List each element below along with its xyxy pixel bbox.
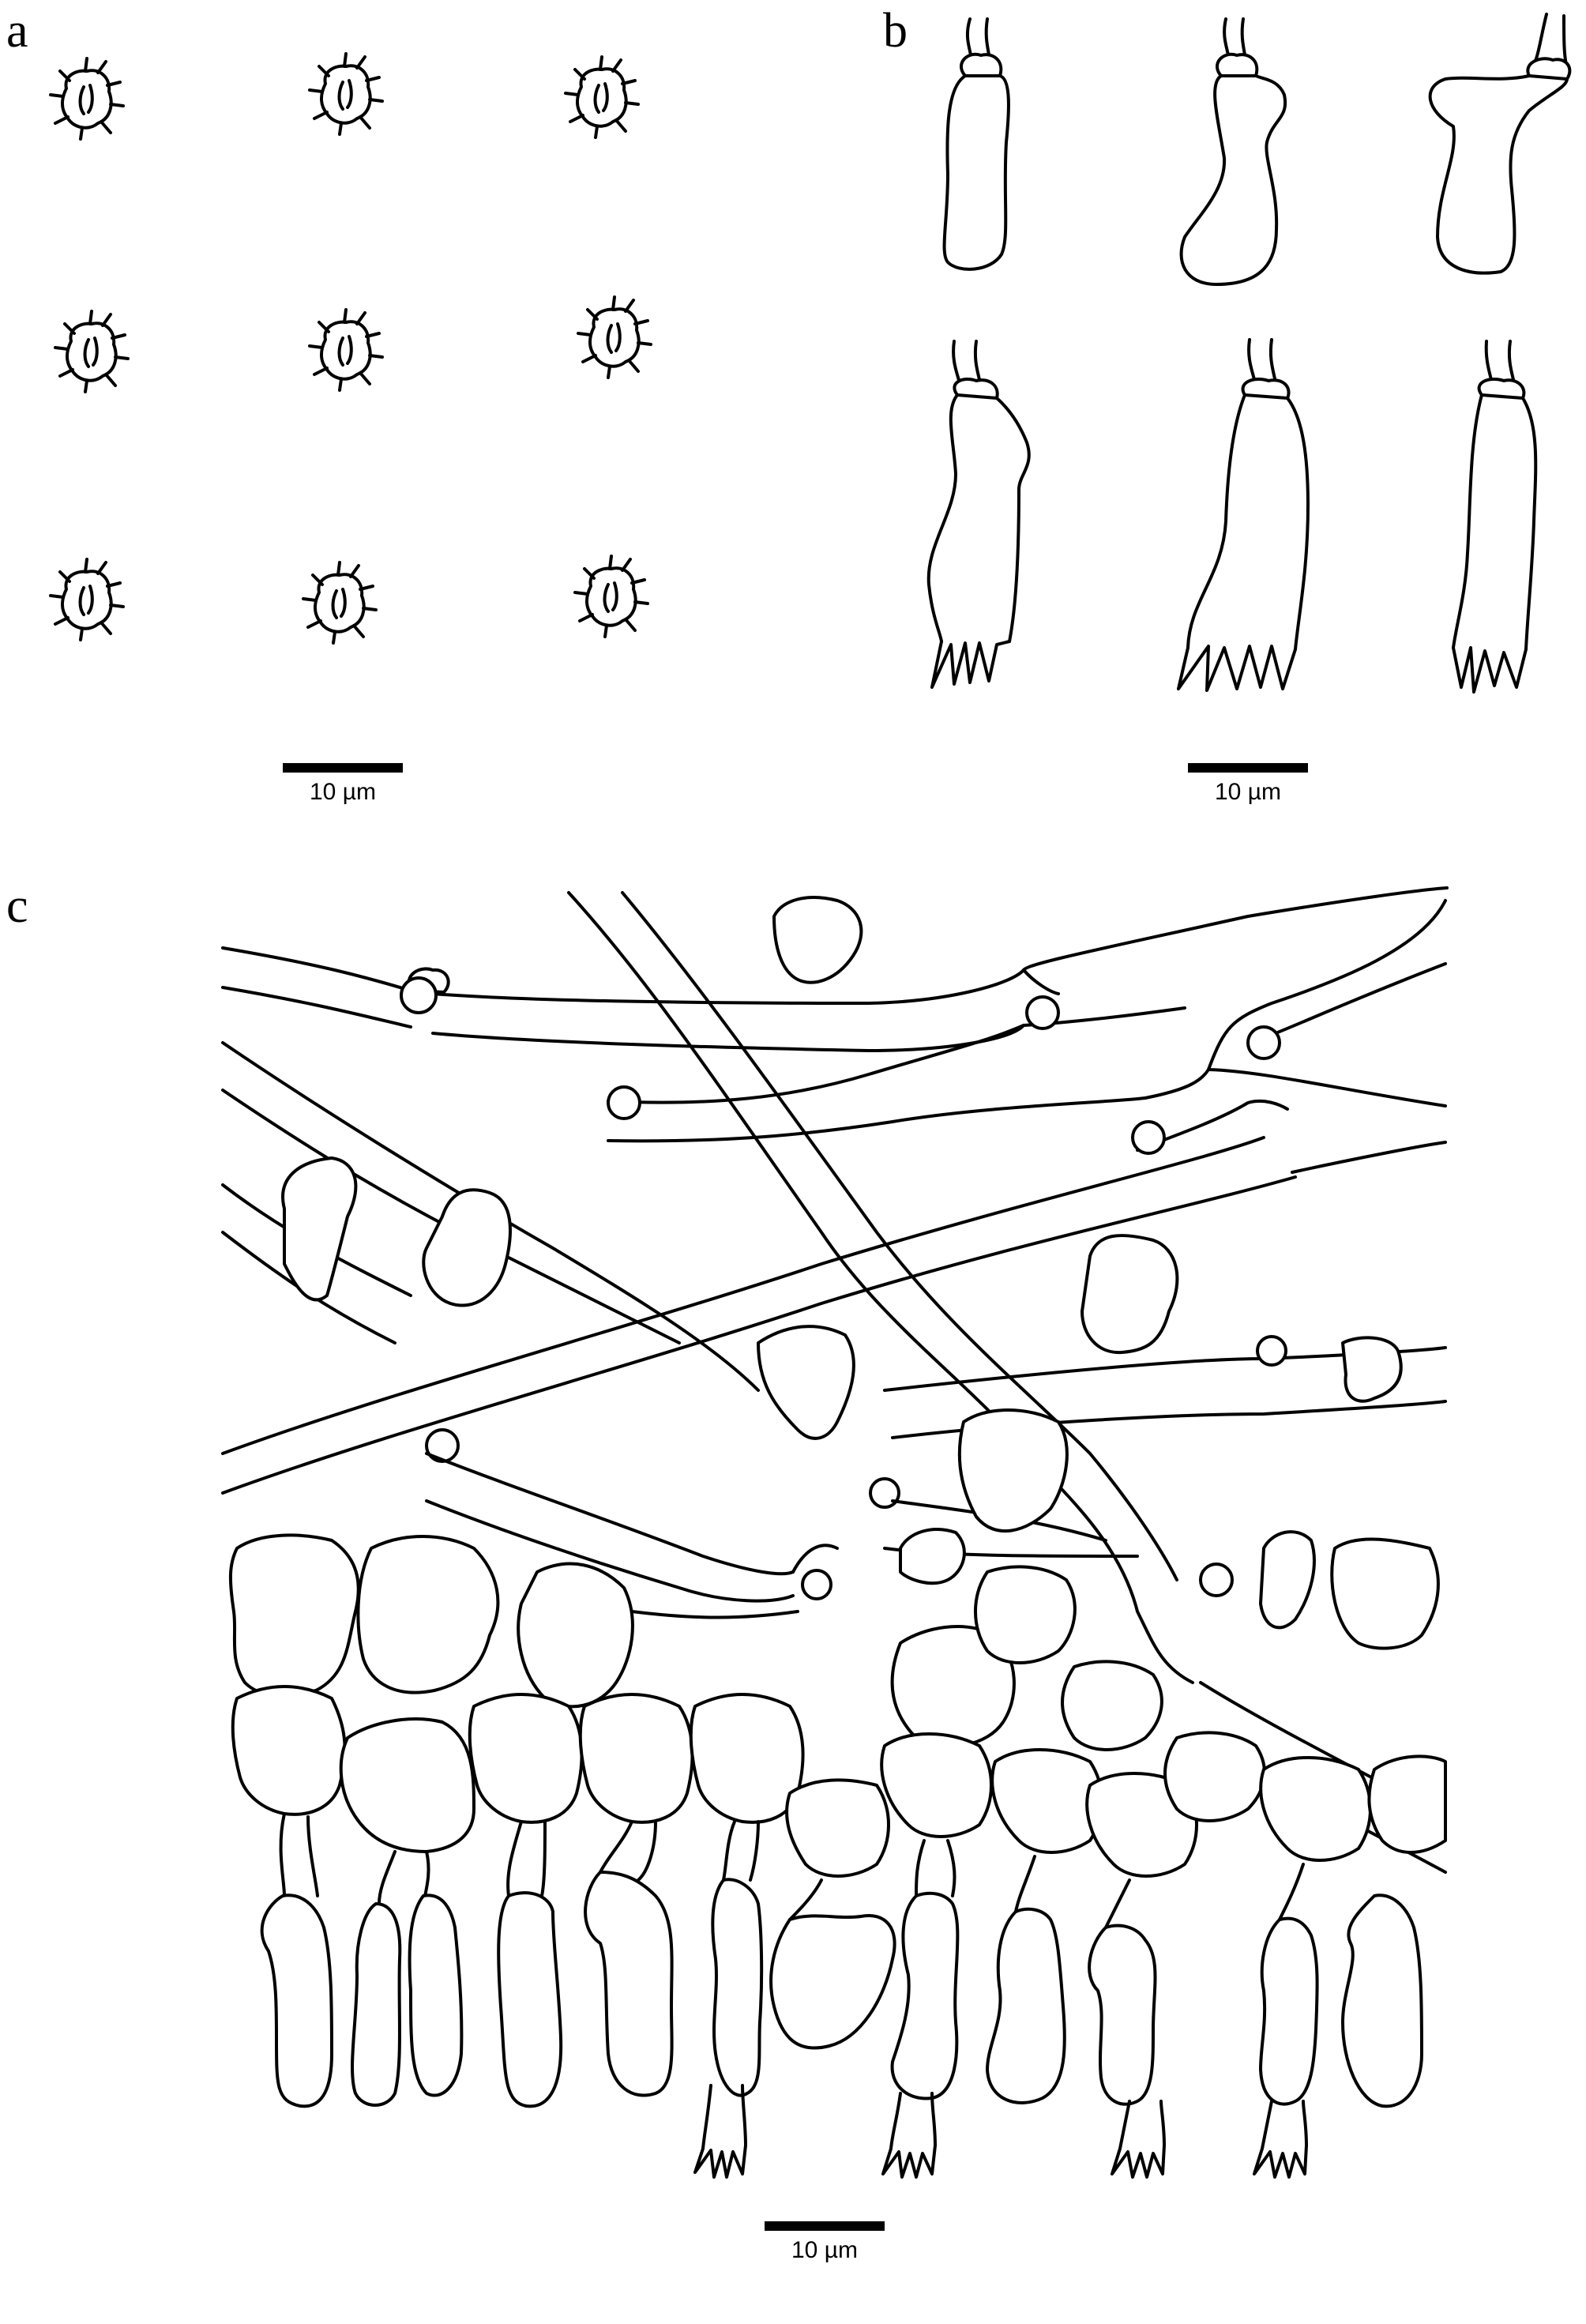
spore-2-3 bbox=[577, 295, 652, 379]
panel-a-label: a bbox=[6, 4, 28, 58]
panel-c-scale-line bbox=[765, 2221, 885, 2231]
panel-a-scale-text: 10 µm bbox=[310, 779, 376, 805]
spore-1-2 bbox=[308, 52, 384, 136]
spore-3-2 bbox=[302, 561, 378, 645]
panel-b-scale-text: 10 µm bbox=[1215, 779, 1281, 805]
panel-c-scale-text: 10 µm bbox=[791, 2237, 858, 2263]
spore-2-1 bbox=[54, 310, 130, 393]
panel-c-label: c bbox=[6, 879, 28, 933]
panel-a-scale-line bbox=[283, 763, 403, 773]
panel-a-spores bbox=[49, 52, 652, 645]
panel-a-scale-bar: 10 µm bbox=[280, 763, 406, 806]
panel-c-scale-bar: 10 µm bbox=[761, 2221, 888, 2264]
spore-1-3 bbox=[564, 55, 640, 139]
panel-b-scale-bar: 10 µm bbox=[1185, 763, 1311, 806]
panel-b-basidia bbox=[926, 13, 1572, 694]
panel-c-tissue bbox=[221, 886, 1449, 2179]
spore-3-1 bbox=[49, 558, 125, 641]
spore-3-3 bbox=[573, 555, 649, 638]
spore-2-2 bbox=[308, 308, 384, 392]
panel-b-scale-line bbox=[1188, 763, 1308, 773]
panel-b-label: b bbox=[883, 4, 908, 58]
spore-1-1 bbox=[49, 57, 125, 141]
